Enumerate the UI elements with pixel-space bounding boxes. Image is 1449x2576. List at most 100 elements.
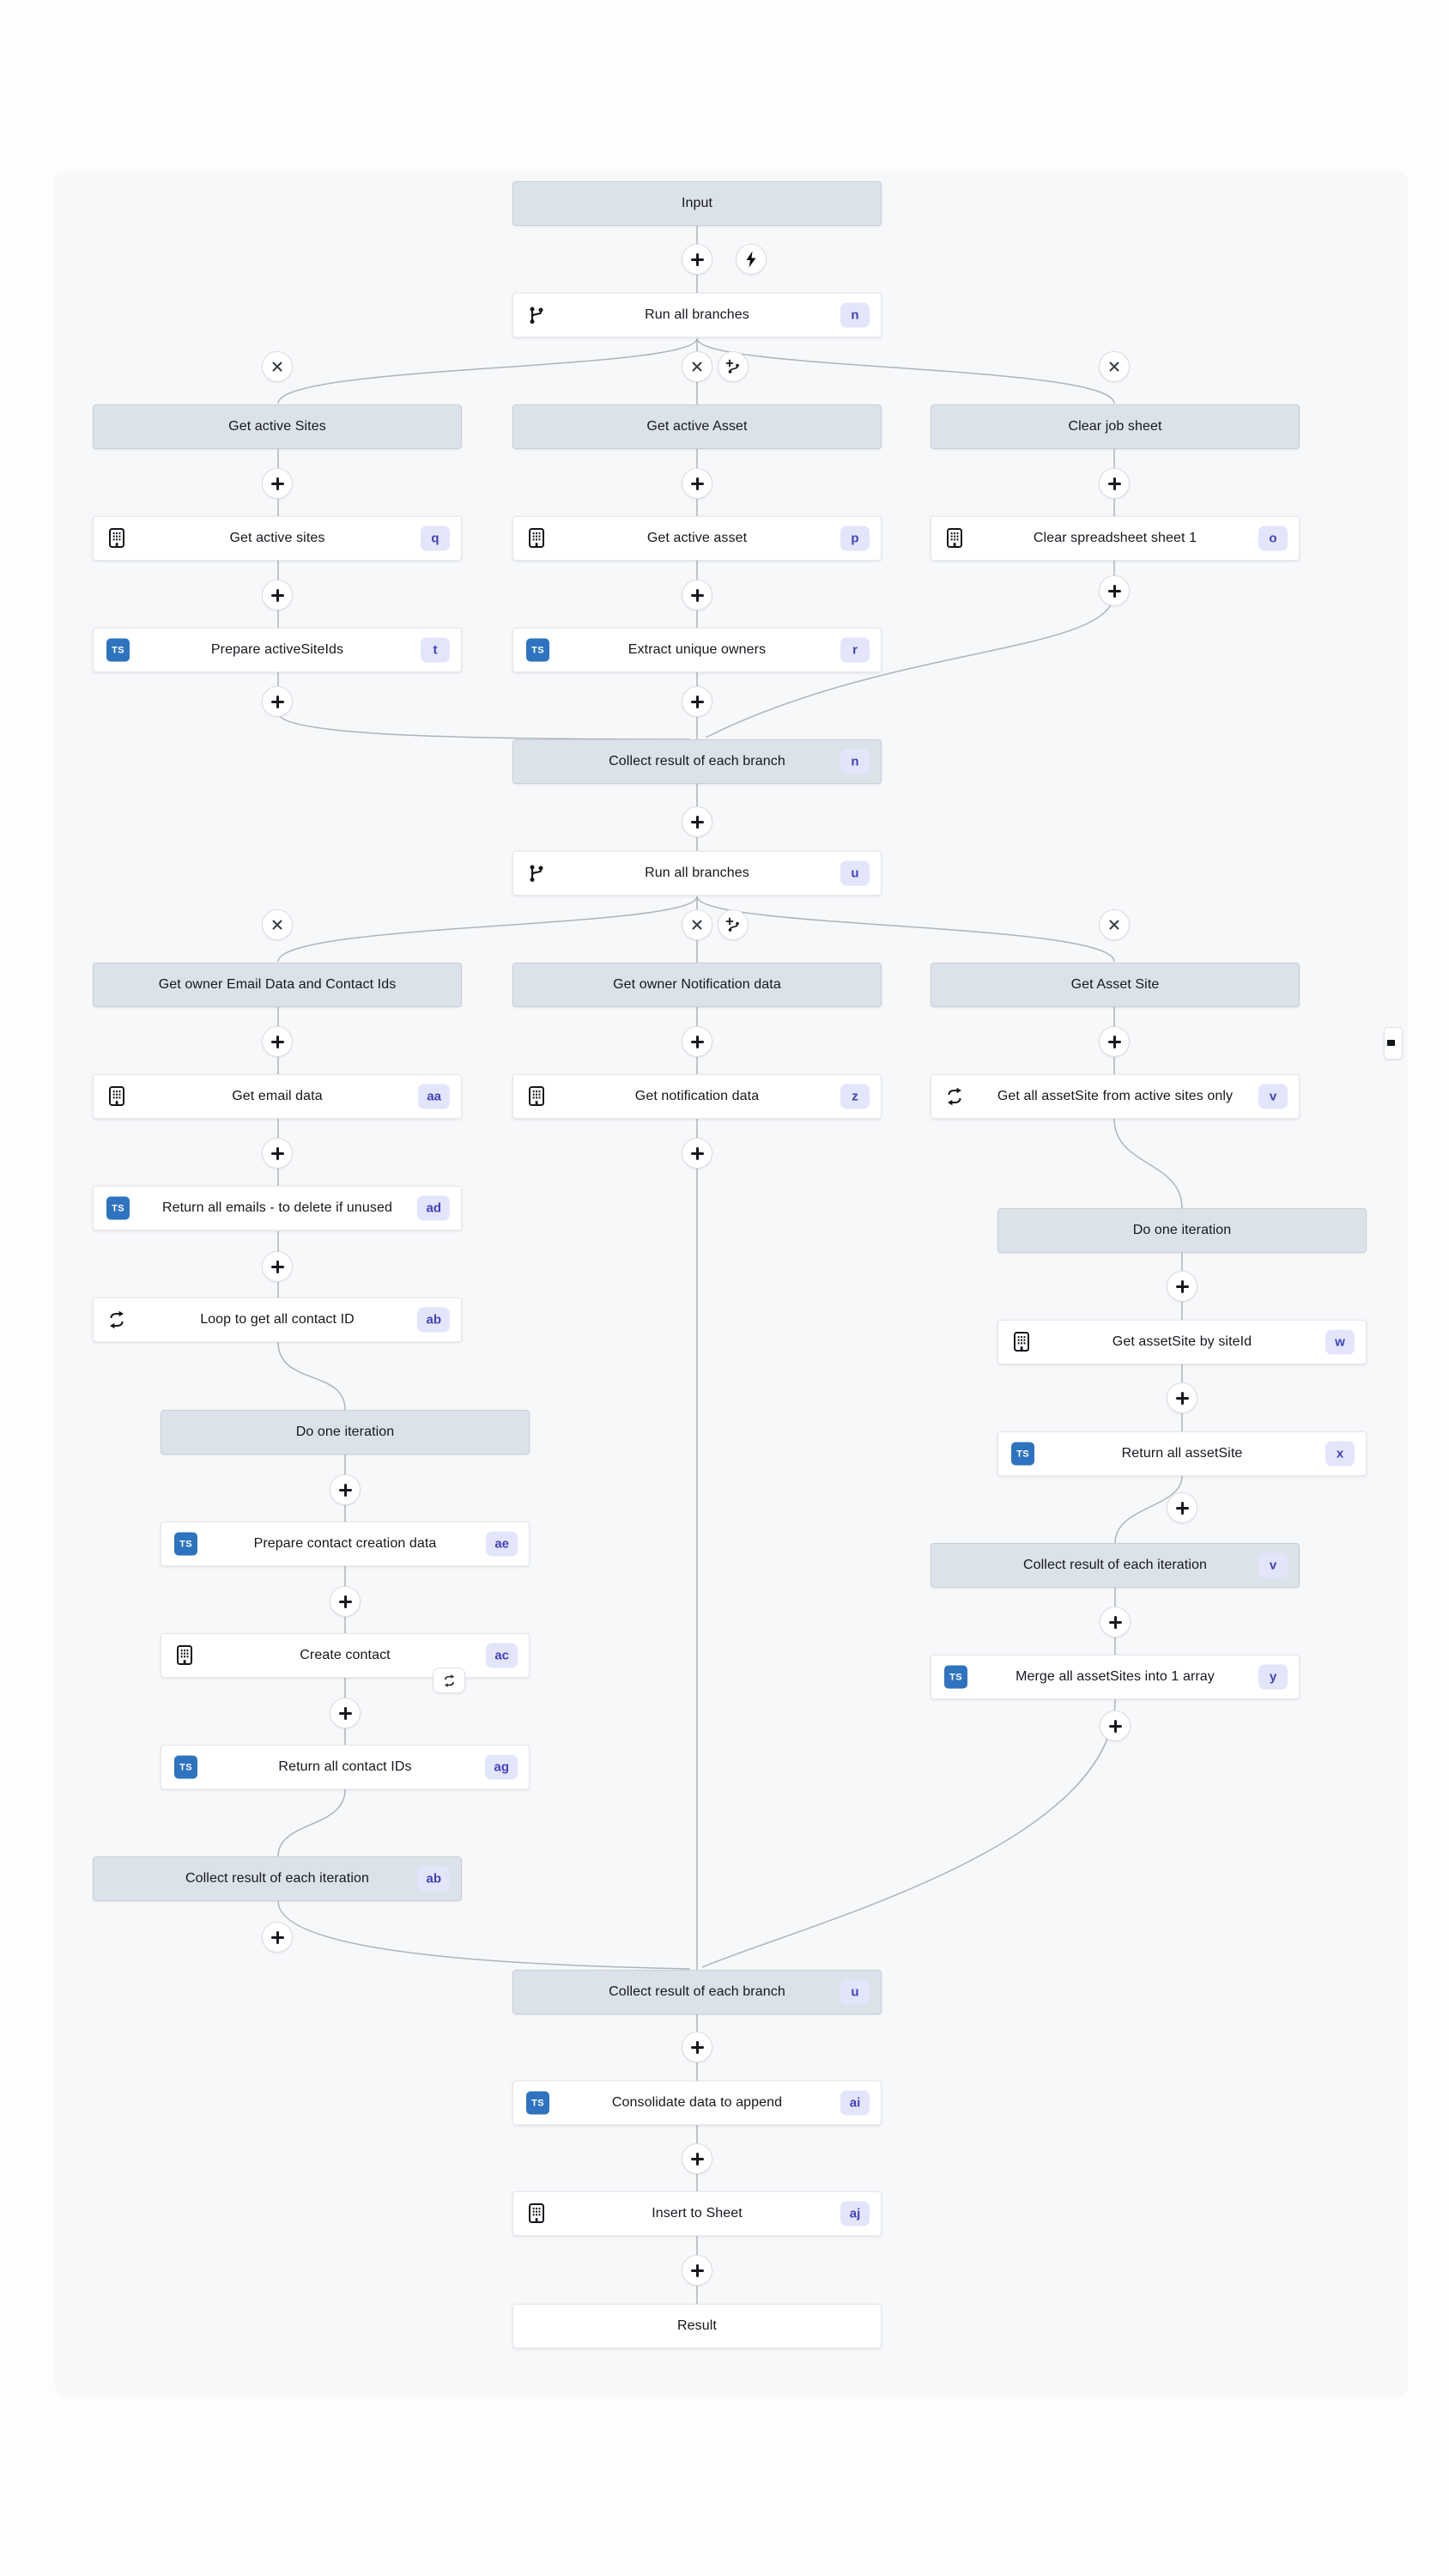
add-step-button[interactable] (1099, 468, 1130, 499)
add-step-button[interactable] (682, 2255, 712, 2286)
branch-icon (526, 304, 547, 326)
add-step-button[interactable] (1100, 1607, 1131, 1637)
node-label: Do one iteration (295, 1425, 395, 1439)
node-header-do-one-iteration-right[interactable]: Do one iteration (997, 1208, 1367, 1253)
node-result[interactable]: Result (512, 2304, 882, 2348)
add-step-button[interactable] (682, 686, 712, 717)
node-loop-get-all-assetsite[interactable]: Get all assetSite from active sites only… (931, 1074, 1300, 1119)
delete-branch-button[interactable] (262, 909, 293, 940)
node-badge: aa (418, 1084, 450, 1109)
add-step-button[interactable] (1100, 1710, 1131, 1741)
partial-node[interactable] (1384, 1027, 1403, 1060)
delete-branch-button[interactable] (1099, 909, 1130, 940)
delete-branch-button[interactable] (682, 351, 712, 382)
loop-indicator-badge[interactable] (433, 1668, 465, 1693)
add-step-button[interactable] (330, 1474, 361, 1505)
node-badge: y (1258, 1664, 1288, 1690)
add-step-button[interactable] (1167, 1492, 1197, 1523)
add-step-button[interactable] (262, 686, 293, 717)
typescript-code-icon: TS (944, 1665, 967, 1689)
plus-icon (690, 695, 704, 708)
workflow-canvas[interactable] (55, 172, 1408, 2396)
add-step-button[interactable] (682, 1026, 712, 1057)
loop-icon (944, 1086, 965, 1107)
add-branch-button[interactable] (718, 351, 749, 382)
node-header-clear-job-sheet[interactable]: Clear job sheet (931, 404, 1300, 449)
node-badge: q (421, 526, 450, 551)
node-header-get-asset-site[interactable]: Get Asset Site (931, 963, 1300, 1007)
code-icon: TS (526, 638, 549, 662)
add-branch-button[interactable] (718, 909, 749, 940)
add-step-button[interactable] (682, 2143, 712, 2174)
node-header-do-one-iteration-left[interactable]: Do one iteration (161, 1410, 530, 1455)
add-step-button[interactable] (330, 1586, 361, 1617)
resource-icon (1011, 1331, 1032, 1353)
plus-icon (1175, 1391, 1189, 1405)
node-label: Collect result of each branch (609, 754, 785, 769)
trigger-button[interactable] (736, 244, 767, 275)
code-icon: TS (526, 2091, 549, 2115)
plus-icon (270, 1260, 284, 1273)
add-step-button[interactable] (1167, 1271, 1197, 1302)
add-step-button[interactable] (1167, 1382, 1197, 1413)
node-label: Result (677, 2318, 717, 2333)
add-step-button[interactable] (682, 468, 712, 499)
add-step-button[interactable] (682, 806, 712, 837)
add-step-button[interactable] (262, 1922, 293, 1953)
delete-branch-button[interactable] (1099, 351, 1130, 382)
code-icon: TS (174, 1755, 197, 1779)
add-step-button[interactable] (1099, 575, 1130, 606)
node-badge: r (840, 637, 870, 663)
node-badge: ad (417, 1195, 450, 1221)
add-step-button[interactable] (682, 244, 712, 275)
plus-icon (690, 588, 704, 602)
delete-branch-button[interactable] (262, 351, 293, 382)
add-step-button[interactable] (262, 1138, 293, 1169)
add-step-button[interactable] (682, 2032, 712, 2063)
add-step-button[interactable] (262, 1251, 293, 1282)
add-step-button[interactable] (1099, 1026, 1130, 1057)
node-header-get-active-asset[interactable]: Get active Asset (512, 404, 882, 449)
node-badge: ag (485, 1754, 518, 1780)
node-badge: ai (840, 2090, 870, 2116)
typescript-code-icon: TS (106, 638, 130, 662)
delete-branch-button[interactable] (682, 909, 712, 940)
plus-icon (690, 2263, 704, 2277)
add-step-button[interactable] (262, 580, 293, 611)
add-step-button[interactable] (330, 1698, 361, 1728)
add-step-button[interactable] (262, 468, 293, 499)
node-label: Create contact (300, 1648, 391, 1662)
node-input[interactable]: Input (512, 181, 882, 226)
add-step-button[interactable] (262, 1026, 293, 1057)
node-header-get-owner-email-data[interactable]: Get owner Email Data and Contact Ids (93, 963, 462, 1007)
add-step-button[interactable] (682, 580, 712, 611)
add-step-button[interactable] (682, 1138, 712, 1169)
node-header-get-active-sites[interactable]: Get active Sites (93, 404, 462, 449)
node-header-get-owner-notification-data[interactable]: Get owner Notification data (512, 963, 882, 1007)
node-label: Collect result of each branch (609, 1984, 785, 1999)
node-badge: aj (840, 2201, 870, 2227)
